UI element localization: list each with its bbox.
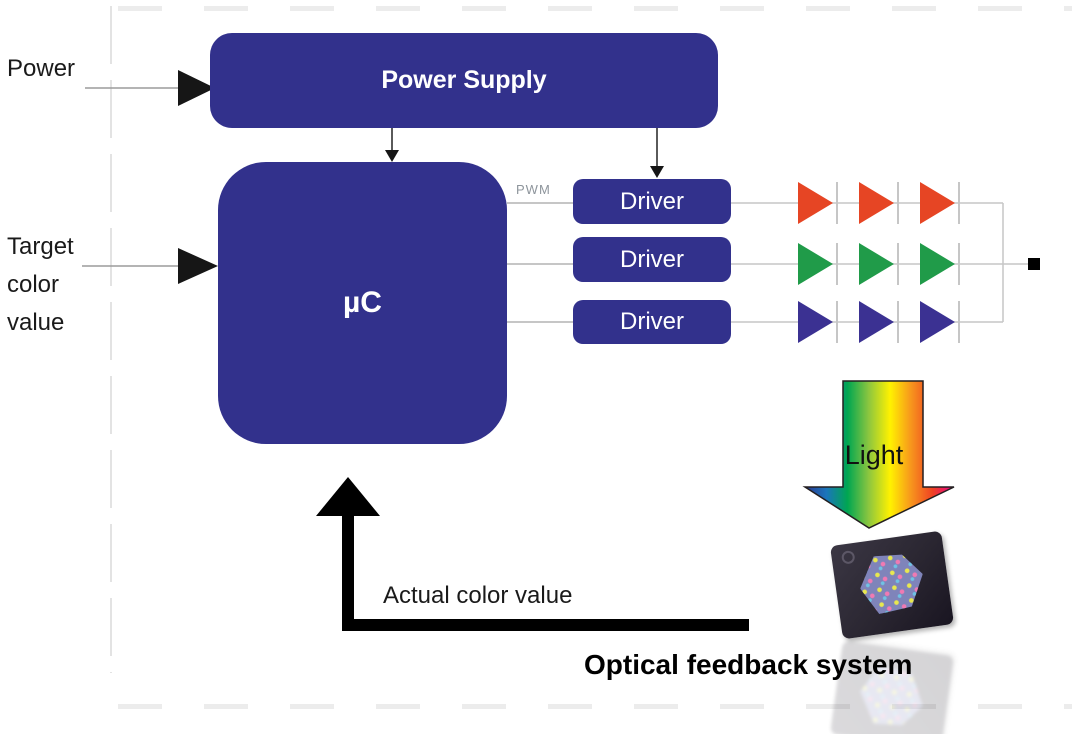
led-diode-icon <box>920 182 955 224</box>
target-color-value-label: Target color value <box>7 228 74 342</box>
power-input-arrowhead-icon <box>178 70 215 106</box>
pwm-label: PWM <box>516 182 551 197</box>
driver-block-red: Driver <box>573 179 731 224</box>
supply-to-driver-arrowhead-icon <box>650 166 664 178</box>
light-arrow-shape-icon <box>802 380 955 529</box>
actual-color-value-label: Actual color value <box>383 582 573 609</box>
target-label-line: color <box>7 271 60 298</box>
driver-block-green: Driver <box>573 237 731 282</box>
feedback-path <box>342 514 749 631</box>
target-input-arrowhead-icon <box>178 248 218 284</box>
color-sensor-chip <box>830 530 954 640</box>
target-label-line: Target <box>7 233 74 260</box>
frame-border-top <box>118 6 1072 11</box>
power-supply-block: Power Supply <box>210 33 718 128</box>
microcontroller-label: µC <box>343 286 382 319</box>
led-diode-icon <box>798 182 833 224</box>
driver-label: Driver <box>620 187 684 215</box>
driver-label: Driver <box>620 245 684 273</box>
driver-label: Driver <box>620 308 684 335</box>
led-diode-icon <box>798 301 833 343</box>
power-input-label: Power <box>7 55 76 82</box>
optical-feedback-caption: Optical feedback system <box>584 649 913 680</box>
target-label-line: value <box>7 309 65 336</box>
frame-border-left <box>110 6 112 673</box>
driver-block-blue: Driver <box>573 300 731 344</box>
led-diode-icon <box>920 243 955 285</box>
led-diode-icon <box>859 243 894 285</box>
frame-border-bottom <box>118 704 1072 709</box>
led-row-blue <box>798 301 960 343</box>
led-diode-icon <box>920 301 955 343</box>
led-row-red <box>798 182 960 224</box>
microcontroller-block: µC <box>218 162 507 444</box>
output-node-square <box>1028 258 1040 270</box>
led-diode-icon <box>859 182 894 224</box>
supply-to-uc-arrowhead-icon <box>385 150 399 162</box>
light-label: Light <box>844 440 904 470</box>
power-supply-label: Power Supply <box>381 66 547 94</box>
led-diode-icon <box>859 301 894 343</box>
led-row-green <box>798 243 960 285</box>
led-diode-icon <box>798 243 833 285</box>
feedback-arrowhead-icon <box>316 477 380 516</box>
